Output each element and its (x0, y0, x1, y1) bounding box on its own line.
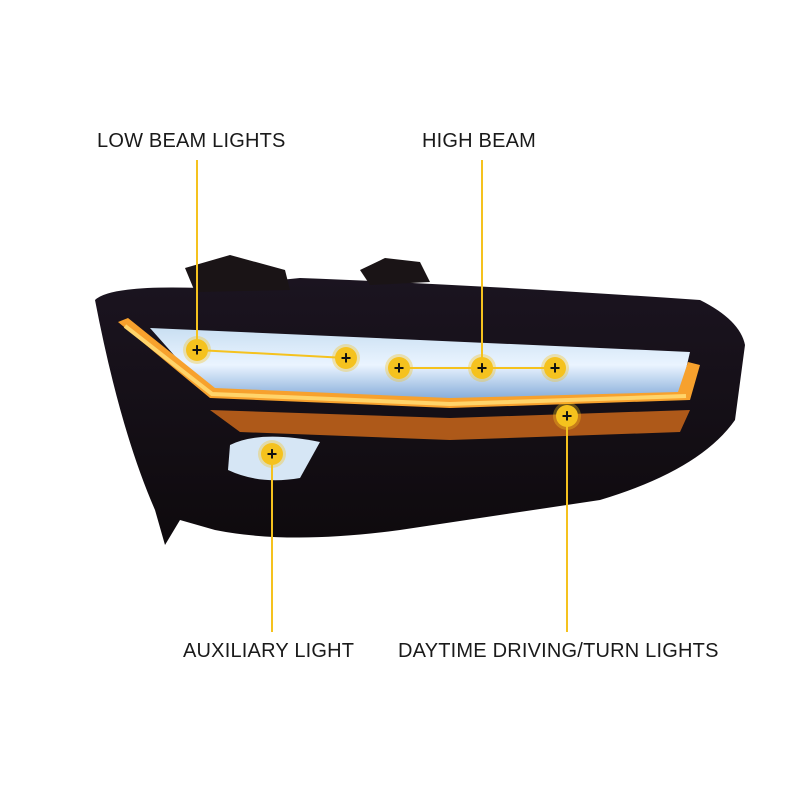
lens-main (150, 328, 690, 402)
auxiliary-light-marker: + (261, 443, 283, 465)
drl-turn-marker: + (556, 405, 578, 427)
mounting-bracket (360, 258, 430, 285)
drl-turn-label: DAYTIME DRIVING/TURN LIGHTS (398, 640, 719, 662)
high-beam-label: HIGH BEAM (422, 130, 537, 152)
low-beam-label: LOW BEAM LIGHTS (97, 130, 286, 152)
low-beam-marker: + (186, 339, 208, 361)
high-beam-marker: + (388, 357, 410, 379)
mounting-bracket (185, 255, 290, 292)
auxiliary-light-label: AUXILIARY LIGHT (183, 640, 355, 662)
low-beam-marker: + (335, 347, 357, 369)
high-beam-marker: + (544, 357, 566, 379)
leader-lines (196, 160, 568, 632)
high-beam-marker: + (471, 357, 493, 379)
